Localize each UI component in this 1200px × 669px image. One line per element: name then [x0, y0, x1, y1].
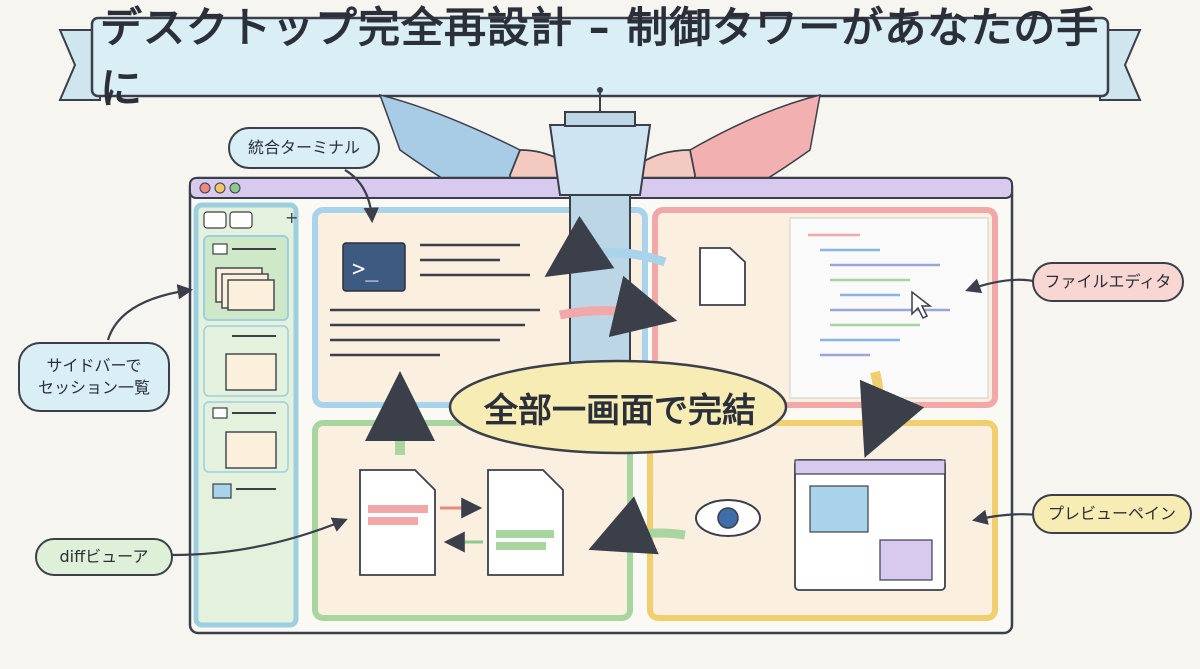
folder-icon: [212, 407, 228, 419]
callout-diff-viewer-label: diffビューア: [59, 547, 149, 567]
callout-file-editor: ファイルエディタ: [1032, 262, 1184, 302]
callout-preview-pane-label: プレビューペイン: [1047, 504, 1176, 524]
callout-sidebar-line2: セッション一覧: [37, 378, 150, 397]
maximize-dot[interactable]: [229, 182, 241, 194]
callout-preview-pane: プレビューペイン: [1032, 494, 1192, 534]
callout-sidebar: サイドバーで セッション一覧: [18, 342, 170, 412]
sidebar-tab-2[interactable]: [229, 211, 253, 229]
callout-terminal: 統合ターミナル: [228, 127, 380, 169]
terminal-icon: [342, 242, 406, 292]
file-icon: [699, 247, 746, 306]
swirl-arrows: [365, 215, 925, 555]
diff-file-right: [487, 469, 564, 576]
title-banner: [58, 16, 1142, 101]
minimize-dot[interactable]: [214, 182, 226, 194]
page-title: デスクトップ完全再設計 – 制御タワーがあなたの手に: [100, 3, 1100, 113]
terminal-mini-icon: [212, 483, 232, 499]
center-callout-text: 全部一画面で完結: [484, 390, 756, 431]
folder-icon: [212, 243, 228, 255]
image-icon: [879, 539, 933, 581]
callout-sidebar-line1: サイドバーで: [46, 356, 142, 376]
editor-panel: [652, 207, 998, 408]
center-bubble: [448, 359, 788, 455]
cursor-icon: [911, 290, 933, 320]
sidebar-add-icon[interactable]: +: [285, 208, 298, 227]
sidebar-tab-1[interactable]: [203, 211, 227, 229]
callout-file-editor-label: ファイルエディタ: [1044, 272, 1172, 292]
terminal-prompt: >_: [352, 257, 379, 282]
preview-panel: [647, 420, 998, 621]
image-icon: [809, 485, 869, 533]
callout-terminal-label: 統合ターミナル: [247, 138, 360, 158]
callout-diff-viewer: diffビューア: [35, 538, 173, 576]
close-dot[interactable]: [199, 182, 211, 194]
sidebar-panel: +: [193, 202, 299, 628]
